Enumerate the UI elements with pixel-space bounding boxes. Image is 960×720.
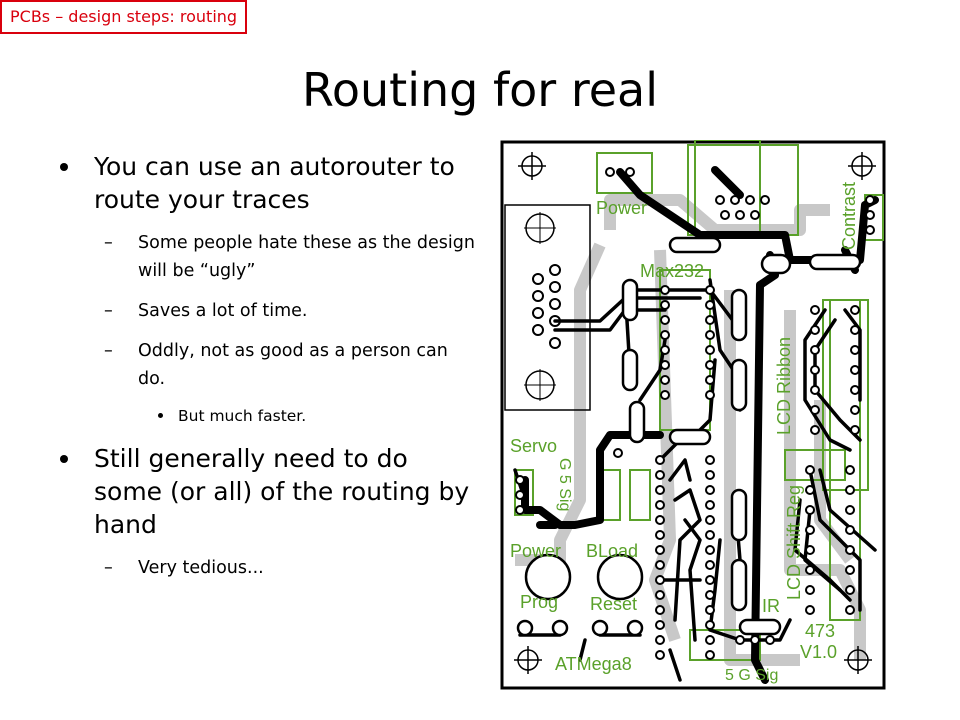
bullet-dot-icon [60,455,68,463]
dash-icon: – [104,233,113,253]
small-pads [515,167,875,660]
sub-bullet-text: Very tedious... [138,558,264,578]
pcb-layout-image: Power Contrast Max232 LCD Ribbon Servo G… [500,140,886,690]
section-tag: PCBs – design steps: routing [0,0,248,34]
pads [621,236,862,636]
sub-sub-bullet-text: But much faster. [178,407,307,425]
label-ir: IR [762,596,780,616]
sub-bullet-text: Saves a lot of time. [138,301,308,321]
label-servo: Servo [510,436,557,456]
label-max232: Max232 [640,261,704,281]
pcb-drawing: Power Contrast Max232 LCD Ribbon Servo G… [500,140,886,690]
bullet-text: Still generally need to do some (or all)… [94,444,470,539]
label-atmega8: ATMega8 [555,654,632,674]
sub-bullet-item: – Very tedious... [58,554,478,582]
label-contrast: Contrast [839,182,859,250]
sub-bullet-item: – Some people hate these as the design w… [58,229,478,285]
dash-icon: – [104,341,113,361]
sub-bullet-text: Oddly, not as good as a person can do. [138,341,448,389]
sub-bullet-text: Some people hate these as the design wil… [138,233,475,281]
label-v1: V1.0 [800,642,837,662]
label-g5sig: G 5 Sig [556,458,573,511]
small-dot-icon [158,413,163,418]
label-lcd-shift-reg: LCD Shift Reg [784,485,804,600]
label-473: 473 [805,621,835,641]
label-prog: Prog [520,592,558,612]
large-pads [516,553,644,637]
label-5gsig: 5 G Sig [725,667,778,684]
db9-connector [504,204,591,411]
sub-sub-bullet-item: But much faster. [58,405,478,427]
bullet-item: Still generally need to do some (or all)… [58,442,478,541]
bullet-dot-icon [60,163,68,171]
label-lcd-ribbon: LCD Ribbon [774,337,794,435]
slide-title: Routing for real [301,63,659,117]
sub-bullet-item: – Saves a lot of time. [58,297,478,325]
bullet-item: You can use an autorouter to route your … [58,150,478,216]
dash-icon: – [104,301,113,321]
dash-icon: – [104,558,113,578]
mounting-holes [514,152,876,674]
label-bload: BLoad [586,541,638,561]
bullet-list: You can use an autorouter to route your … [58,150,478,594]
bullet-text: You can use an autorouter to route your … [94,152,455,214]
label-power-2: Power [510,541,561,561]
pcb-labels: Power Contrast Max232 LCD Ribbon Servo G… [510,182,859,684]
label-power: Power [596,198,647,218]
label-reset: Reset [590,594,637,614]
sub-bullet-item: – Oddly, not as good as a person can do. [58,337,478,393]
